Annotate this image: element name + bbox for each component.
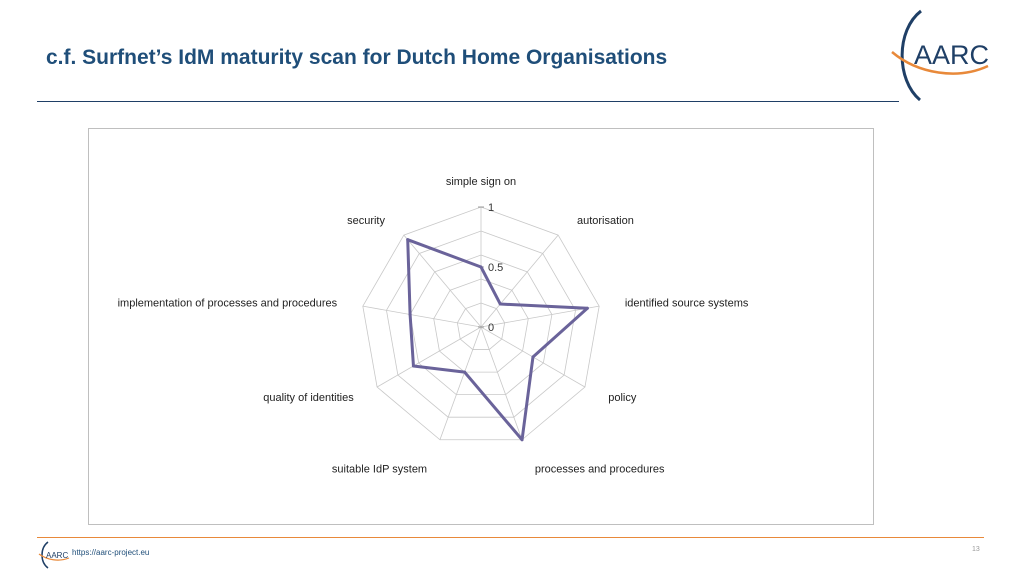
grid-ring xyxy=(409,254,553,396)
logo-arc-orange xyxy=(891,51,989,75)
category-label: quality of identities xyxy=(263,392,354,404)
category-label: processes and procedures xyxy=(535,464,665,476)
footer-aarc-logo: AARC xyxy=(38,541,70,569)
data-point xyxy=(408,312,412,316)
grid-ring xyxy=(456,302,506,350)
category-label: implementation of processes and procedur… xyxy=(118,298,338,310)
data-point xyxy=(479,265,483,269)
grid-spoke xyxy=(480,326,523,440)
category-label: suitable IdP system xyxy=(332,464,427,476)
category-label: security xyxy=(347,215,385,227)
category-label: identified source systems xyxy=(625,298,749,310)
grid-spoke xyxy=(439,326,482,440)
chart-frame: 0 0.5 1 simple sign on autorisation identifie… xyxy=(88,128,874,525)
aarc-logo: AARC xyxy=(891,9,989,102)
data-point xyxy=(520,438,524,442)
grid-ring xyxy=(386,230,576,418)
title-underline xyxy=(37,101,899,102)
radar-grid xyxy=(362,206,600,441)
data-point xyxy=(463,370,467,374)
grid-spoke xyxy=(480,305,600,328)
series-line xyxy=(406,238,589,442)
grid-spoke xyxy=(480,234,559,328)
data-point xyxy=(585,306,589,310)
data-point xyxy=(411,364,415,368)
logo-text: AARC xyxy=(914,40,989,70)
category-label: autorisation xyxy=(577,215,634,227)
grid-spoke xyxy=(362,305,482,328)
radar-chart: 0 0.5 1 simple sign on autorisation identifie… xyxy=(118,176,749,476)
tick-label: 0 xyxy=(488,322,494,334)
data-point xyxy=(406,238,410,242)
data-point xyxy=(498,302,502,306)
radar-series xyxy=(406,238,589,442)
slide-title: c.f. Surfnet’s IdM maturity scan for Dut… xyxy=(46,46,668,69)
grid-ring xyxy=(362,206,600,441)
category-label: simple sign on xyxy=(446,176,516,188)
footer-logo-text: AARC xyxy=(46,551,68,560)
category-label: policy xyxy=(608,392,637,404)
grid-spoke xyxy=(403,234,482,328)
grid-spoke xyxy=(376,326,482,388)
data-point xyxy=(531,355,535,359)
logo-arc-blue xyxy=(900,9,922,102)
radar-labels: 0 0.5 1 simple sign on autorisation identifie… xyxy=(118,176,749,476)
page-number: 13 xyxy=(972,546,980,553)
footer-rule xyxy=(37,537,984,538)
tick-label: 0.5 xyxy=(488,262,503,274)
footer-url-link[interactable]: https://aarc-project.eu xyxy=(72,548,150,557)
tick-label: 1 xyxy=(488,202,494,214)
